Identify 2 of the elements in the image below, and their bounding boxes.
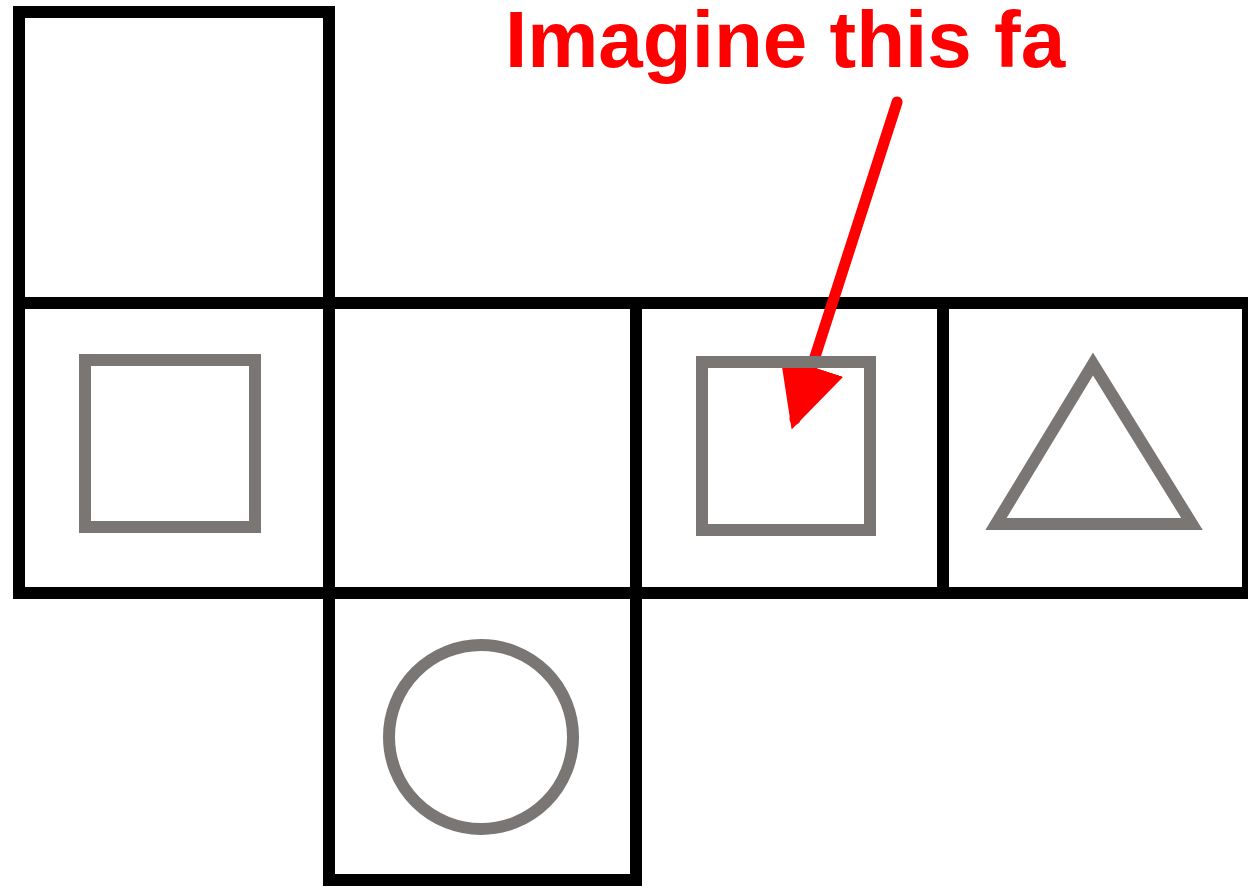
square-symbol xyxy=(696,356,876,536)
leader-arrow xyxy=(780,96,903,430)
